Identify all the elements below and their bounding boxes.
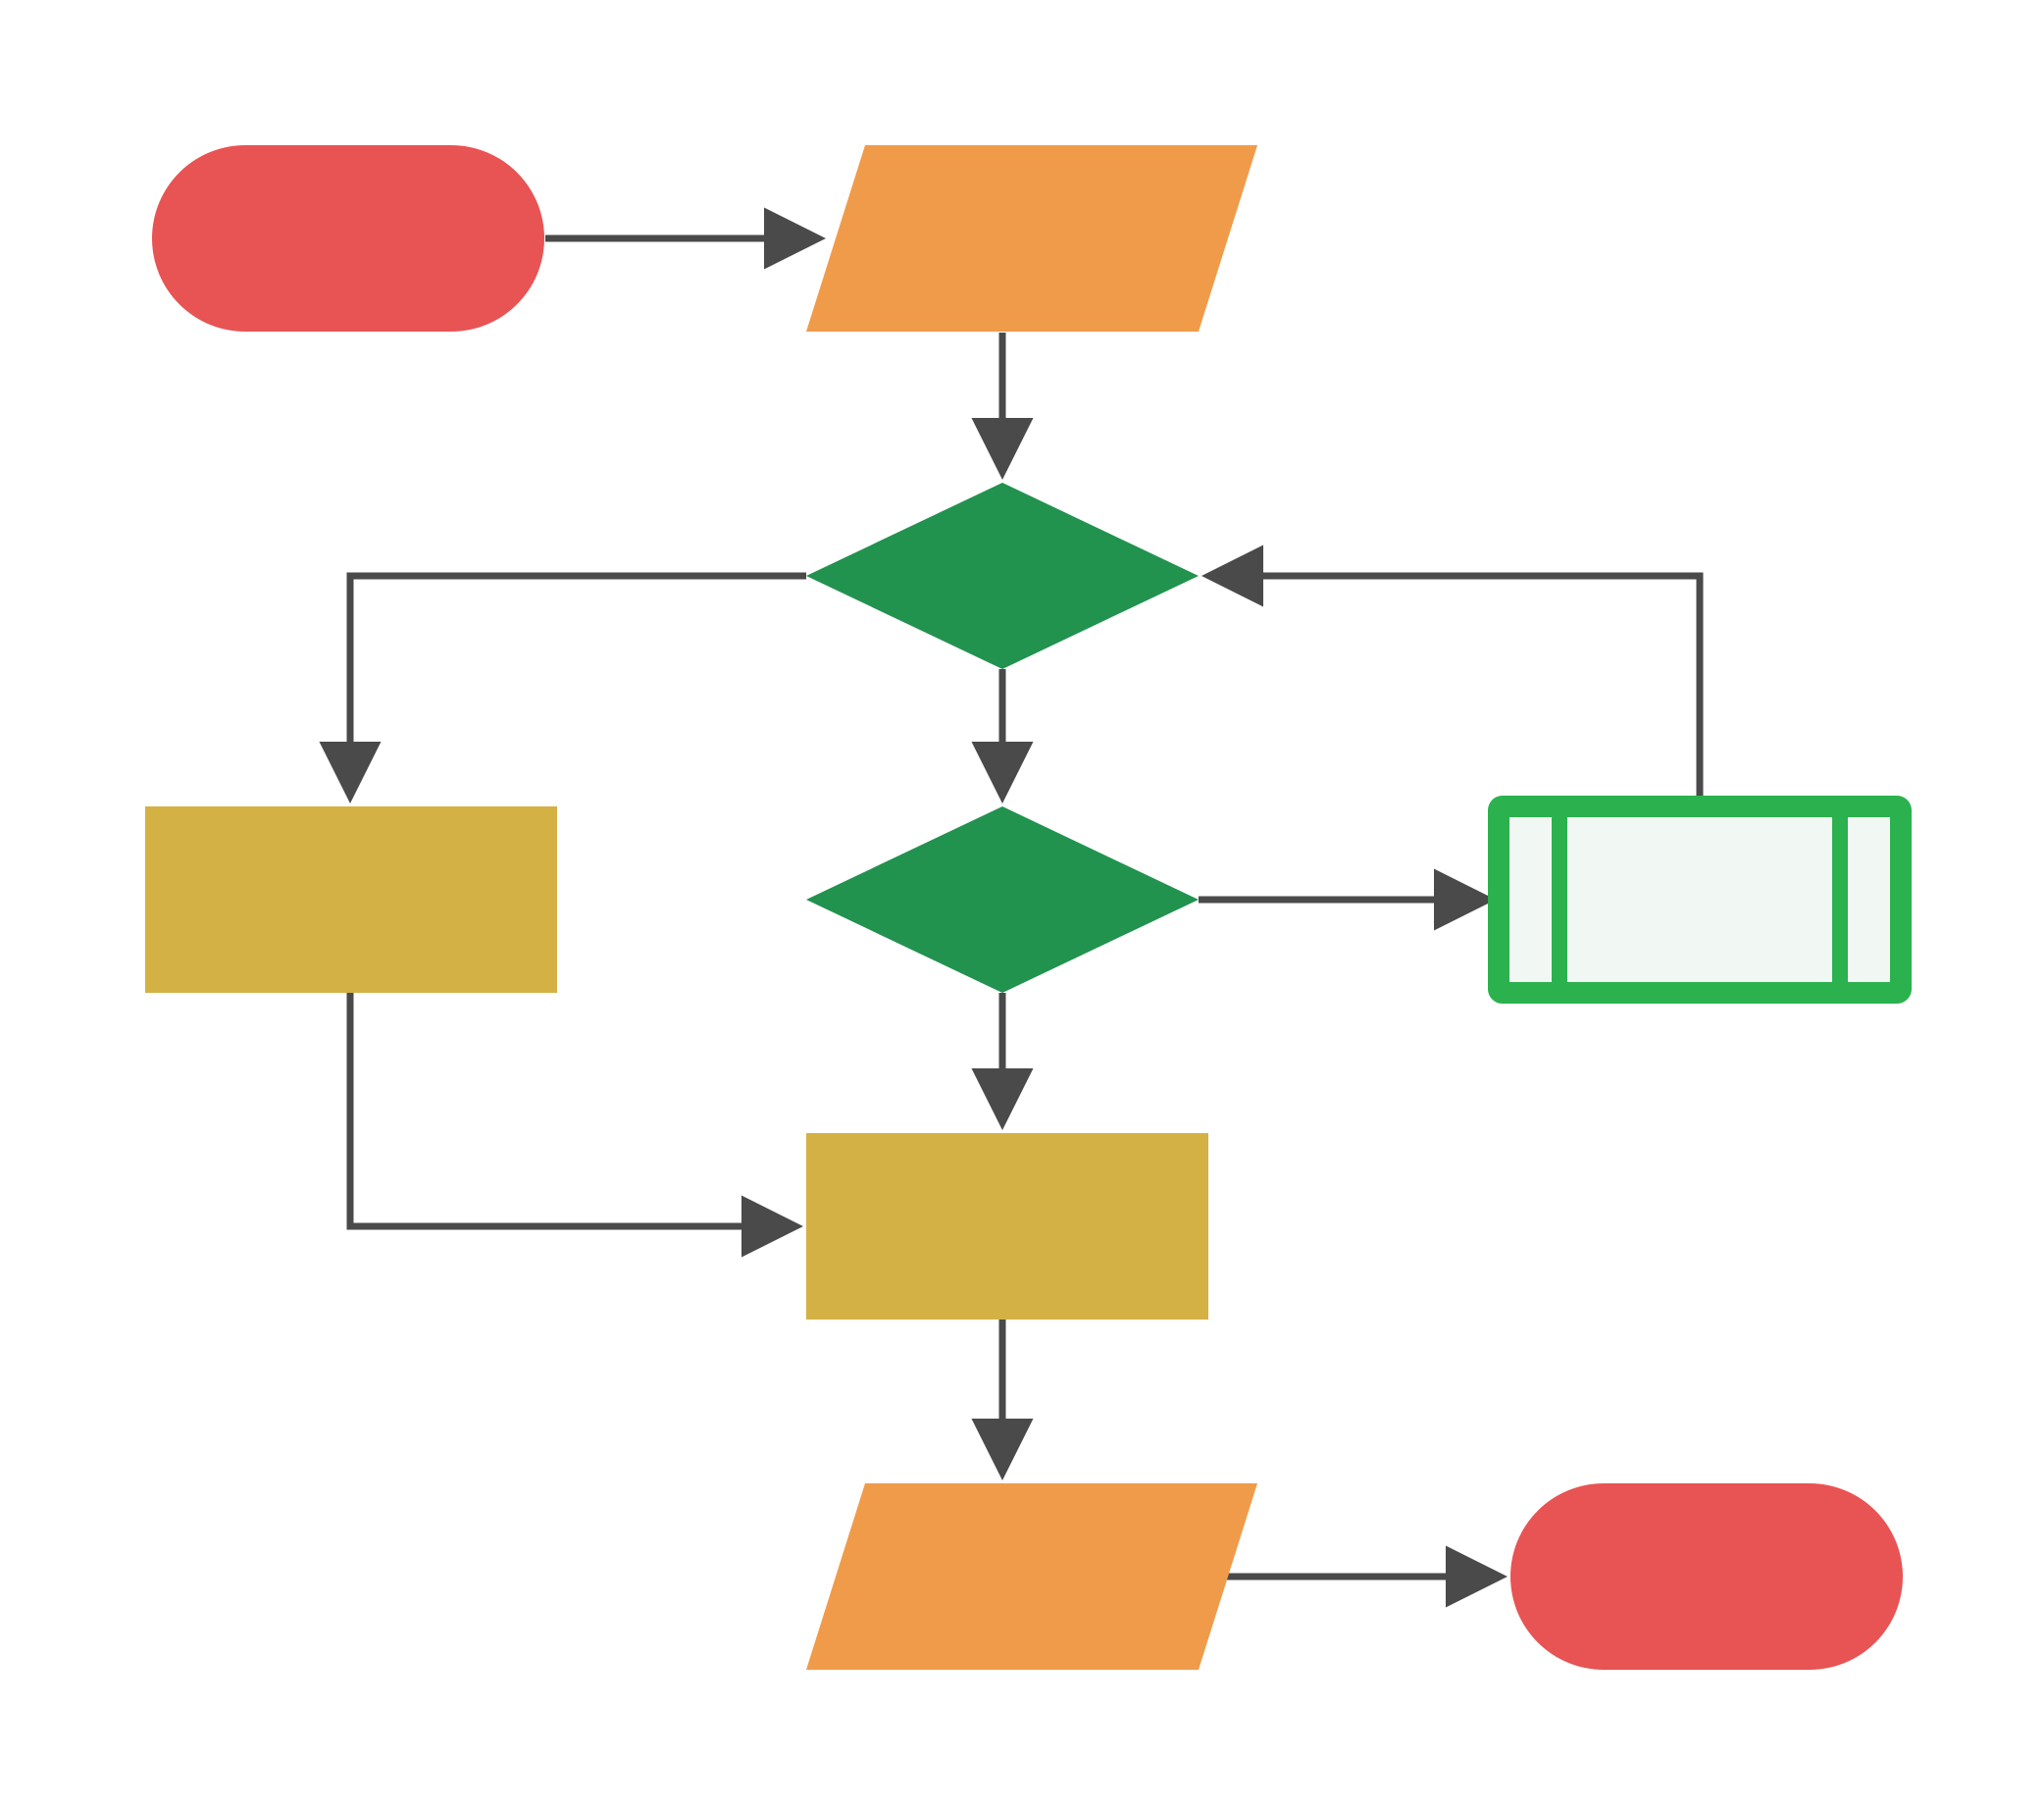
- node-layer: [145, 145, 1912, 1670]
- node-decision-outer[interactable]: [806, 483, 1199, 669]
- node-process-left[interactable]: [145, 806, 557, 993]
- start-terminator-shape[interactable]: [152, 145, 544, 332]
- process-left-rect-shape[interactable]: [145, 806, 557, 993]
- process-center-rect-shape[interactable]: [806, 1133, 1208, 1320]
- subroutine-outer-rect-shape[interactable]: [1488, 796, 1912, 1004]
- end-terminator-shape[interactable]: [1510, 1483, 1903, 1670]
- decision-outer-diamond-shape[interactable]: [806, 483, 1199, 669]
- node-process-center[interactable]: [806, 1133, 1208, 1320]
- output-parallelogram-shape[interactable]: [806, 1483, 1257, 1670]
- edge-process-left-to-process-center: [346, 993, 803, 1258]
- node-input[interactable]: [806, 145, 1257, 332]
- node-end[interactable]: [1510, 1483, 1903, 1670]
- input-parallelogram-shape[interactable]: [806, 145, 1257, 332]
- node-start[interactable]: [152, 145, 544, 332]
- node-decision-inner[interactable]: [806, 806, 1199, 993]
- node-subroutine[interactable]: [1488, 796, 1912, 1004]
- edge-layer: [319, 207, 1704, 1608]
- node-output[interactable]: [806, 1483, 1257, 1670]
- decision-inner-diamond-shape[interactable]: [806, 806, 1199, 993]
- edge-decision-outer-to-process-left: [319, 572, 806, 803]
- edge-subroutine-to-decision-outer: [1201, 544, 1704, 806]
